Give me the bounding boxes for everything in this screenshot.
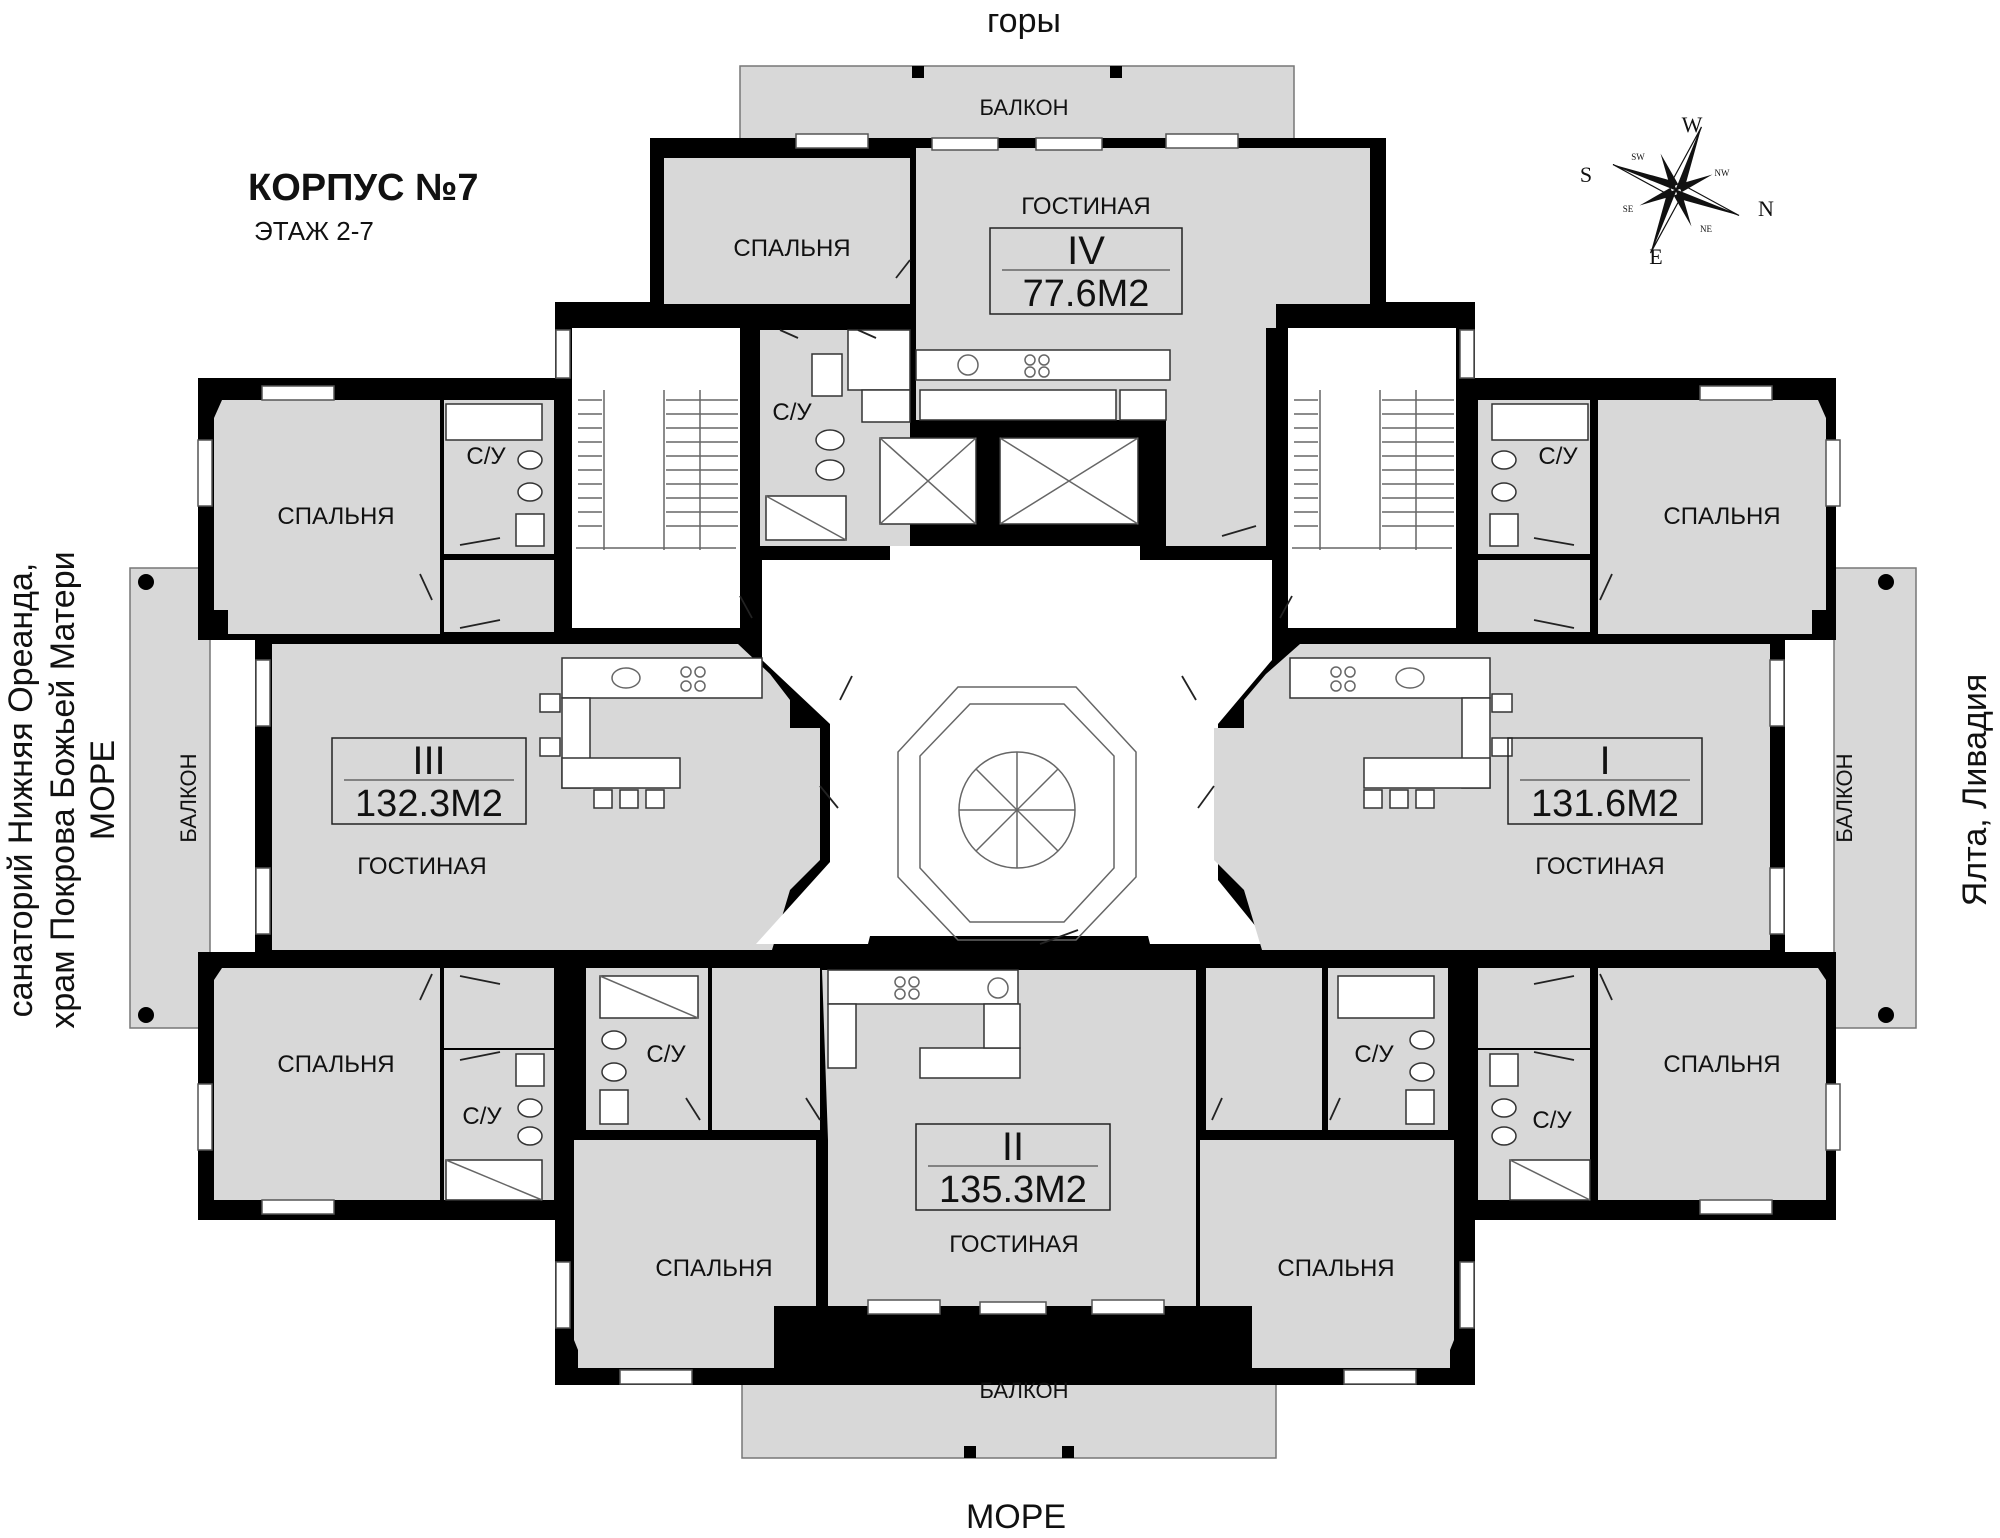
compass-nw: NW bbox=[1715, 168, 1730, 178]
balcony-left-label: БАЛКОН bbox=[176, 753, 201, 842]
balcony-top-label: БАЛКОН bbox=[979, 95, 1068, 120]
compass-se: SE bbox=[1623, 204, 1634, 214]
bath-top-label: С/У bbox=[772, 399, 812, 426]
bath-right-upper-label: С/У bbox=[1538, 443, 1578, 470]
compass-sw: SW bbox=[1631, 152, 1645, 162]
unit-tag-iii: III 132.3М2 bbox=[331, 737, 527, 825]
bedroom-left-lower-label: СПАЛЬНЯ bbox=[277, 1051, 394, 1078]
fixtures bbox=[445, 329, 1591, 1201]
room-labels: БАЛКОН БАЛКОН БАЛКОН БАЛКОН ГОСТИНАЯ ГОС… bbox=[176, 95, 1857, 1403]
svg-text:132.3М2: 132.3М2 bbox=[355, 783, 503, 825]
compass-w: W bbox=[1682, 112, 1703, 137]
compass-rose-icon bbox=[1612, 126, 1740, 254]
compass-ne: NE bbox=[1700, 224, 1712, 234]
svg-text:санаторий Нижняя Ореанда,: санаторий Нижняя Ореанда, bbox=[2, 563, 40, 1018]
bedroom-top-label: СПАЛЬНЯ bbox=[733, 235, 850, 262]
svg-text:II: II bbox=[1002, 1125, 1024, 1169]
svg-text:МОРЕ: МОРЕ bbox=[84, 740, 122, 840]
windows bbox=[197, 133, 1841, 1385]
balcony-left bbox=[129, 567, 211, 1029]
unit-tag-iv: IV 77.6М2 bbox=[989, 227, 1183, 315]
bath-left-upper-label: С/У bbox=[466, 443, 506, 470]
direction-left: санаторий Нижняя Ореанда, храм Покрова Б… bbox=[2, 551, 122, 1028]
bath-bottom-right-label: С/У bbox=[1354, 1041, 1394, 1068]
living-bottom-label: ГОСТИНАЯ bbox=[949, 1231, 1078, 1258]
svg-text:III: III bbox=[412, 739, 445, 783]
bedroom-bottom-right-label: СПАЛЬНЯ bbox=[1277, 1255, 1394, 1282]
direction-right: Ялта, Ливадия bbox=[1956, 674, 1994, 907]
doors bbox=[419, 259, 1613, 1121]
bedroom-left-upper-label: СПАЛЬНЯ bbox=[277, 503, 394, 530]
direction-top: горы bbox=[987, 2, 1061, 40]
compass-s: S bbox=[1580, 162, 1592, 187]
living-right-label: ГОСТИНАЯ bbox=[1535, 853, 1664, 880]
compass-n: N bbox=[1758, 196, 1774, 221]
bath-right-lower-label: С/У bbox=[1532, 1107, 1572, 1134]
balcony-right bbox=[1833, 567, 1917, 1029]
svg-text:I: I bbox=[1599, 739, 1610, 783]
building-title: КОРПУС №7 bbox=[248, 167, 479, 209]
bath-left-lower-label: С/У bbox=[462, 1103, 502, 1130]
svg-text:135.3М2: 135.3М2 bbox=[939, 1169, 1087, 1211]
living-left-label: ГОСТИНАЯ bbox=[357, 853, 486, 880]
bedroom-bottom-left-label: СПАЛЬНЯ bbox=[655, 1255, 772, 1282]
living-top-label: ГОСТИНАЯ bbox=[1021, 193, 1150, 220]
svg-text:храм Покрова Божьей Матери: храм Покрова Божьей Матери bbox=[44, 551, 82, 1028]
balcony-right-label: БАЛКОН bbox=[1832, 753, 1857, 842]
svg-text:IV: IV bbox=[1067, 229, 1105, 273]
bedroom-right-upper-label: СПАЛЬНЯ bbox=[1663, 503, 1780, 530]
direction-bottom: МОРЕ bbox=[966, 1498, 1066, 1536]
unit-tag-i: I 131.6М2 bbox=[1507, 737, 1703, 825]
bath-bottom-left-label: С/У bbox=[646, 1041, 686, 1068]
compass-e: E bbox=[1649, 244, 1662, 269]
unit-tag-ii: II 135.3М2 bbox=[915, 1123, 1111, 1211]
svg-text:77.6М2: 77.6М2 bbox=[1023, 273, 1150, 315]
svg-text:131.6М2: 131.6М2 bbox=[1531, 783, 1679, 825]
balcony-bottom bbox=[741, 1379, 1277, 1459]
balcony-bottom-label: БАЛКОН bbox=[979, 1378, 1068, 1403]
bedroom-right-lower-label: СПАЛЬНЯ bbox=[1663, 1051, 1780, 1078]
floor-subtitle: ЭТАЖ 2-7 bbox=[254, 216, 374, 246]
balcony-top bbox=[739, 65, 1295, 143]
